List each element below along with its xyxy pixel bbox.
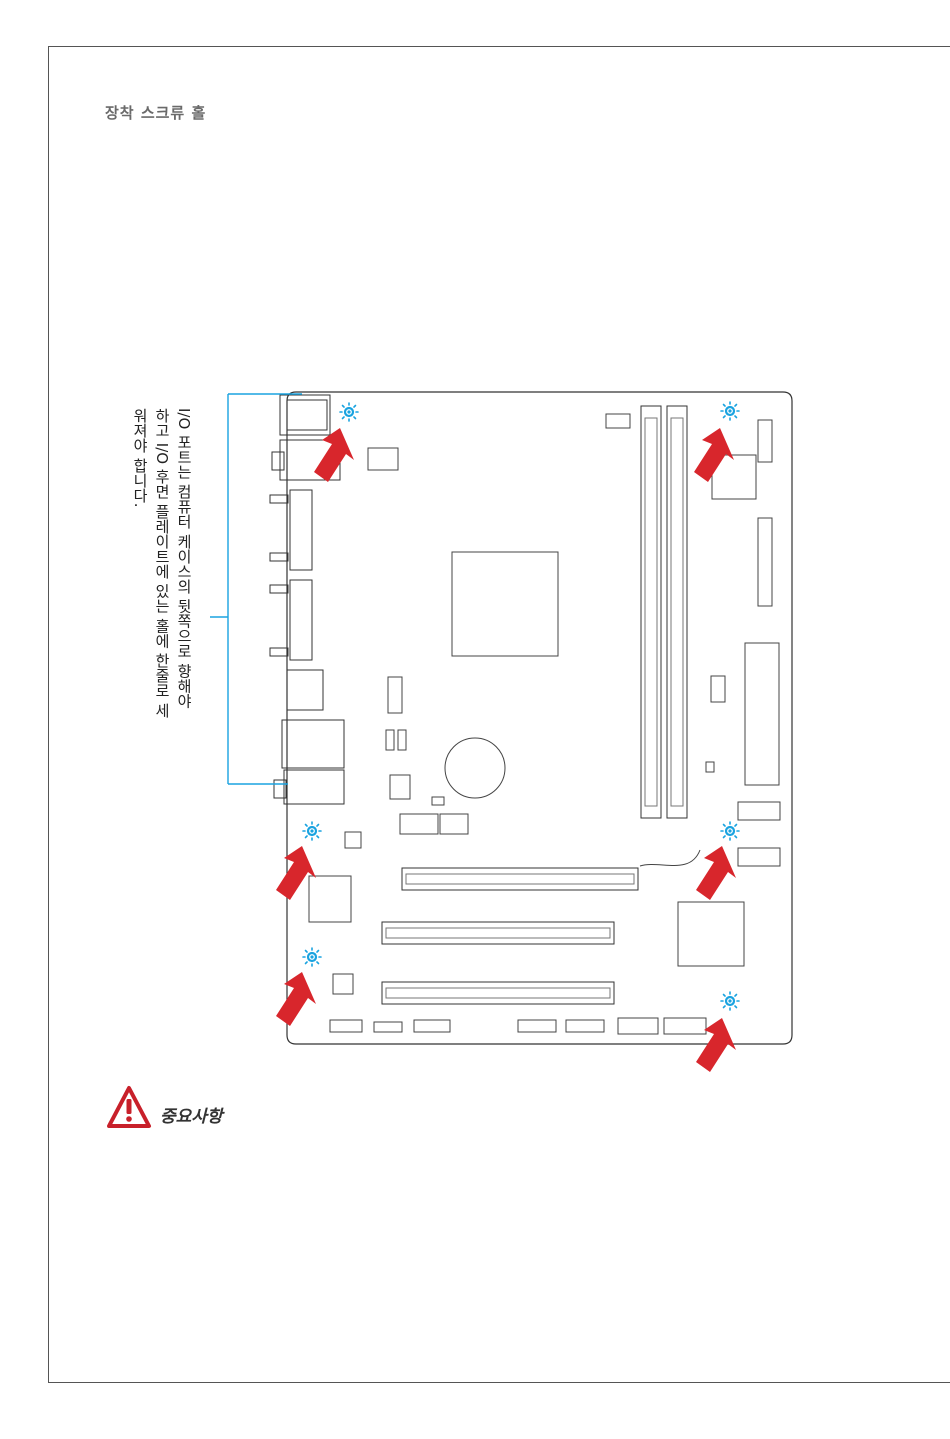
warning-icon bbox=[106, 1085, 152, 1129]
screw-hole-icon bbox=[303, 402, 739, 1010]
cmos-battery bbox=[445, 738, 505, 798]
note-line-2: 하고 I/O 후면 플레이트에 있는 홀에 한줄로 세 bbox=[152, 408, 172, 718]
important-notice: 중요사항 bbox=[106, 1083, 223, 1129]
dimm-slots bbox=[641, 406, 687, 818]
cpu-socket bbox=[452, 552, 558, 656]
note-line-1: I/O 포트는 컴퓨터 케이스의 뒷쪽으로 향해야 bbox=[174, 408, 194, 708]
atx-power bbox=[745, 643, 779, 785]
note-line-3: 워져야 합니다. bbox=[130, 408, 150, 508]
io-note: I/O 포트는 컴퓨터 케이스의 뒷쪽으로 향해야 하고 I/O 후면 플레이트… bbox=[120, 408, 200, 828]
board-outline bbox=[287, 392, 792, 1044]
important-label: 중요사항 bbox=[160, 1102, 223, 1127]
expansion-slots bbox=[382, 868, 638, 1004]
